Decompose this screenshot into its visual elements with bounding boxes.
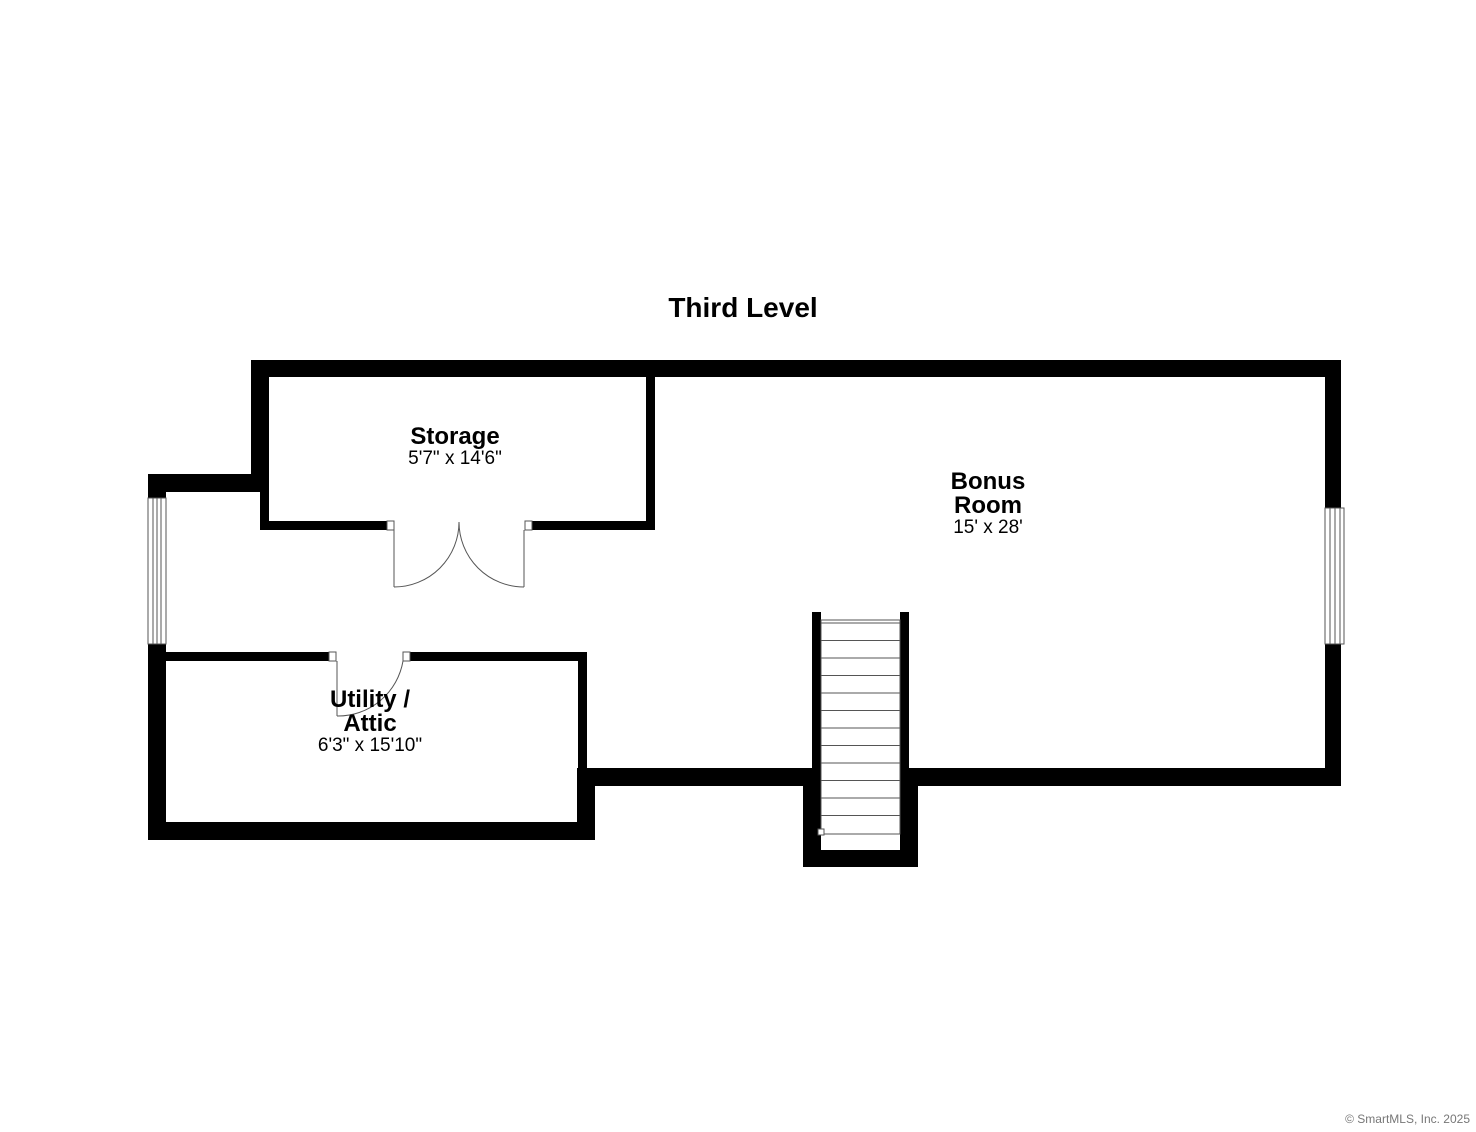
room-dimensions: 5'7" x 14'6" — [408, 448, 502, 469]
utility-wall-top-left — [164, 652, 336, 661]
storage-wall-bottom-left — [260, 521, 393, 530]
window-left — [147, 497, 167, 645]
room-name-line2: Room — [954, 492, 1022, 519]
wall-stair-bottom — [803, 850, 917, 867]
room-dimensions: 15' x 28' — [953, 517, 1023, 538]
wall-stair-right — [900, 768, 918, 867]
utility-wall-right — [578, 652, 587, 772]
doors — [328, 520, 533, 717]
window-right — [1324, 507, 1345, 645]
room-label-storage: Storage 5'7" x 14'6" — [355, 423, 555, 469]
windows — [147, 497, 1345, 645]
room-label-utility-attic: Utility / Attic 6'3" x 15'10" — [260, 686, 480, 756]
room-label-bonus-room: Bonus Room 15' x 28' — [888, 468, 1088, 538]
wall-stair-left — [803, 768, 821, 867]
wall-left-step — [148, 474, 268, 492]
storage-wall-right — [646, 376, 655, 530]
storage-double-door — [386, 520, 533, 588]
utility-door — [328, 651, 411, 717]
interior-walls — [164, 376, 909, 772]
floor-title: Third Level — [668, 292, 818, 323]
stair-rail-right — [900, 612, 909, 772]
exterior-walls — [148, 360, 1341, 867]
storage-wall-bottom-right — [525, 521, 655, 530]
wall-left-upper-stub — [148, 474, 166, 498]
staircase — [817, 619, 901, 836]
wall-top — [251, 360, 1341, 377]
room-name-line1: Bonus — [950, 468, 1026, 495]
wall-bottom-middle — [577, 768, 812, 786]
room-name: Storage — [410, 423, 500, 450]
stair-rail-left — [812, 612, 821, 772]
wall-bottom-left — [148, 822, 595, 840]
wall-left-lower — [148, 644, 166, 840]
room-dimensions: 6'3" x 15'10" — [317, 735, 423, 756]
utility-wall-top-right — [404, 652, 587, 661]
room-name-line2: Attic — [343, 710, 397, 737]
storage-wall-left — [260, 376, 269, 530]
copyright-notice: © SmartMLS, Inc. 2025 — [1345, 1112, 1470, 1126]
wall-bottom-right — [900, 768, 1341, 786]
room-name-line1: Utility / — [329, 686, 410, 713]
wall-right-lower — [1325, 644, 1341, 786]
wall-right-upper — [1325, 360, 1341, 508]
